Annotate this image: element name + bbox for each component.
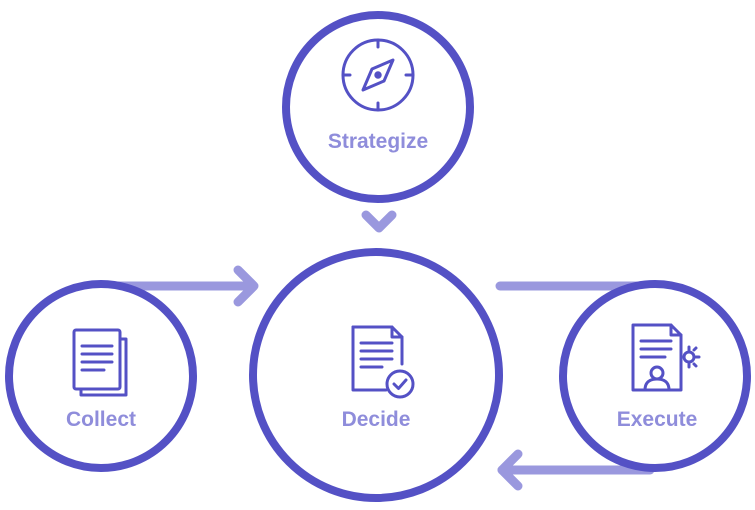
compass-icon (341, 38, 415, 112)
arrow-left-icon (497, 449, 523, 491)
execute-circle (559, 280, 751, 472)
strategize-label: Strategize (328, 130, 428, 153)
node-collect: Collect (5, 280, 197, 472)
node-strategize: Strategize (282, 11, 474, 203)
decide-label: Decide (342, 408, 411, 431)
document-check-icon (351, 325, 415, 399)
arrow-right-icon (233, 265, 259, 307)
connectors (100, 210, 655, 491)
decide-circle (249, 248, 503, 502)
node-execute: Execute (559, 280, 751, 472)
node-decide: Decide (249, 248, 503, 502)
document-user-gear-icon (631, 323, 701, 392)
documents-icon (72, 328, 128, 397)
chevron-down-icon (361, 210, 397, 233)
execute-label: Execute (617, 408, 698, 431)
collect-label: Collect (66, 408, 136, 431)
